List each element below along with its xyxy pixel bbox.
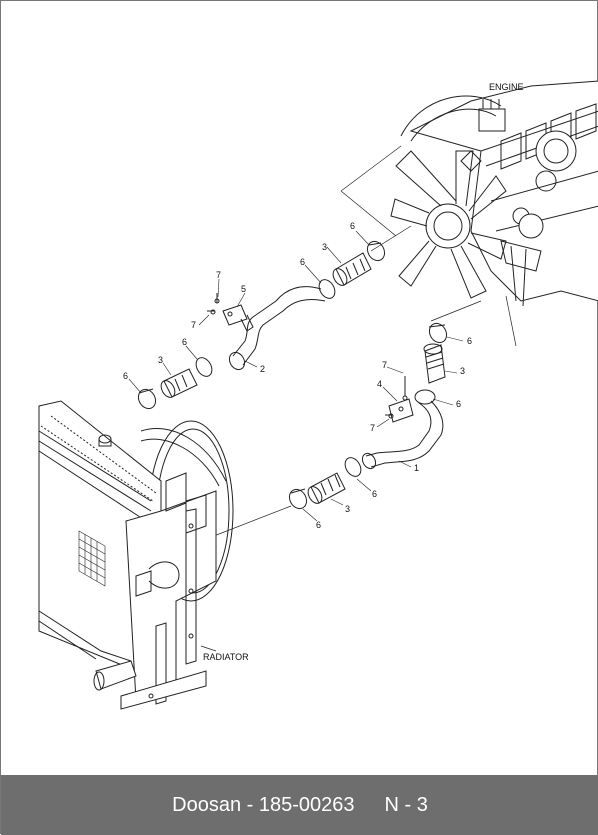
radiator-grille — [78, 530, 106, 587]
callout-4: 4 — [377, 379, 382, 389]
callout-7: 7 — [370, 423, 375, 433]
callout-6: 6 — [372, 489, 377, 499]
callout-2: 2 — [260, 364, 265, 374]
page-number: N - 3 — [384, 793, 428, 816]
callout-7: 7 — [191, 320, 196, 330]
callout-3: 3 — [345, 504, 350, 514]
callout-6: 6 — [316, 520, 321, 530]
radiator-label: RADIATOR — [203, 652, 249, 662]
callout-6: 6 — [300, 257, 305, 267]
radiator-illustration — [38, 400, 234, 710]
footer-bar: Doosan - 185-00263 N - 3 — [1, 775, 598, 835]
callout-6: 6 — [182, 337, 187, 347]
brand-part-code: Doosan - 185-00263 — [172, 793, 355, 816]
diagram-svg: ENGINE RADIATOR 6 3 6 7 5 7 6 3 2 6 6 7 … — [38, 80, 598, 710]
callout-5: 5 — [241, 284, 246, 294]
callout-leaders — [128, 230, 464, 522]
callout-3: 3 — [322, 242, 327, 252]
callout-6: 6 — [123, 371, 128, 381]
callout-7: 7 — [382, 360, 387, 370]
callout-6: 6 — [350, 221, 355, 231]
callout-3: 3 — [158, 355, 163, 365]
callout-1: 1 — [414, 463, 419, 473]
engine-label: ENGINE — [489, 82, 524, 92]
cooling-fan — [390, 150, 507, 299]
callout-6: 6 — [456, 399, 461, 409]
lower-hose-assembly — [200, 322, 448, 542]
upper-hose-assembly — [137, 240, 386, 410]
engine-illustration — [340, 80, 598, 347]
exploded-parts-diagram: ENGINE RADIATOR 6 3 6 7 5 7 6 3 2 6 6 7 … — [1, 1, 598, 775]
callout-7: 7 — [216, 270, 221, 280]
callout-3: 3 — [460, 366, 465, 376]
callout-6: 6 — [467, 336, 472, 346]
